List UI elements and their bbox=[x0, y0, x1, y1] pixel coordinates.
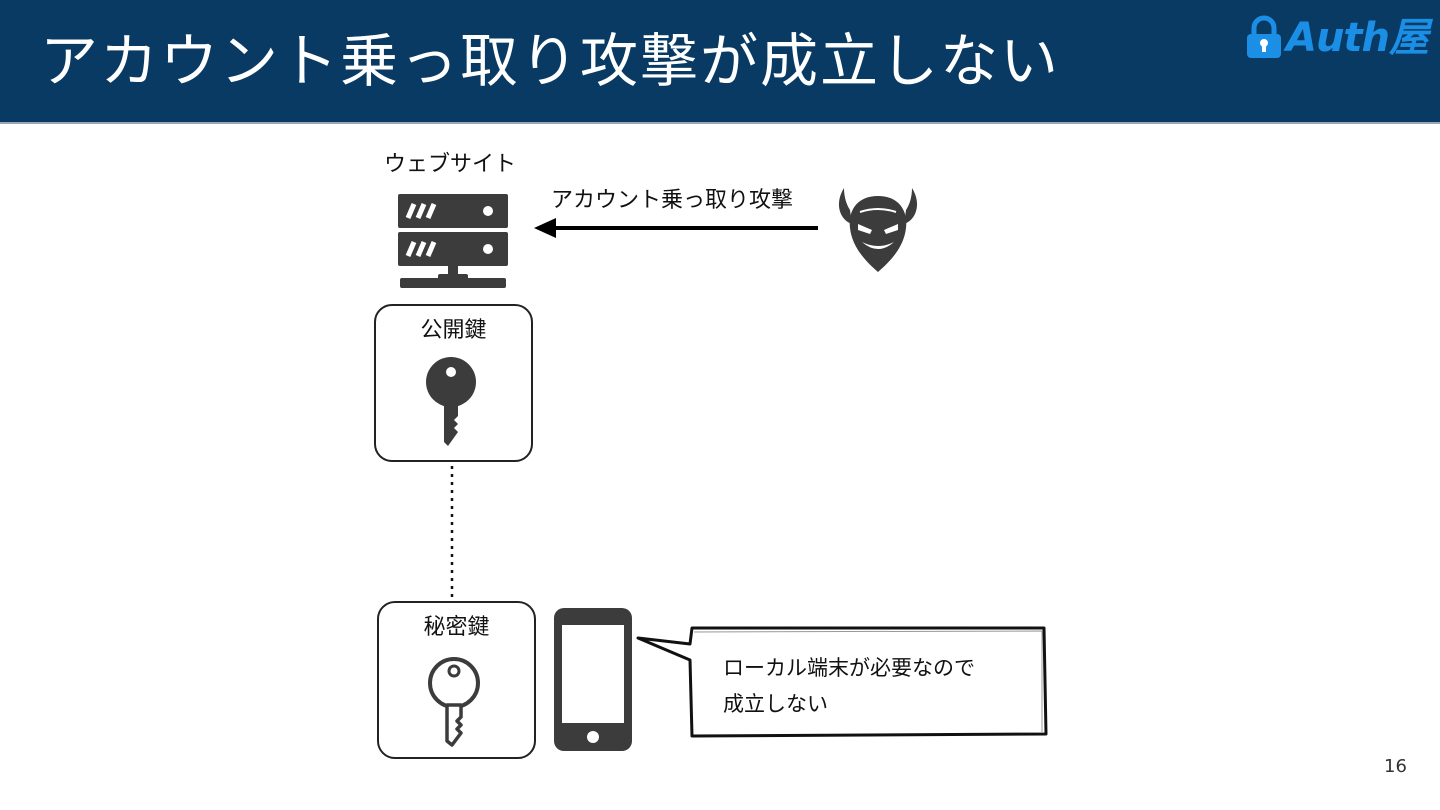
callout-text: ローカル端末が必要なので 成立しない bbox=[723, 650, 975, 722]
lock-icon bbox=[1247, 15, 1281, 58]
devil-icon bbox=[838, 188, 918, 272]
page-number: 16 bbox=[1384, 756, 1407, 777]
private-key-label: 秘密鍵 bbox=[423, 615, 490, 640]
logo-text: Auth屋 bbox=[1286, 15, 1429, 61]
private-key-box: 秘密鍵 bbox=[377, 601, 536, 759]
key-icon bbox=[426, 357, 476, 446]
key-icon bbox=[428, 657, 480, 747]
public-key-box: 公開鍵 bbox=[374, 304, 533, 462]
callout-bubble bbox=[636, 626, 1048, 738]
callout-line-1: ローカル端末が必要なので bbox=[723, 656, 975, 680]
smartphone-icon bbox=[554, 608, 632, 751]
attack-arrow bbox=[534, 218, 818, 238]
callout-line-2: 成立しない bbox=[723, 692, 828, 716]
auth-ya-logo: Auth屋 bbox=[1244, 14, 1434, 64]
attack-label: アカウント乗っ取り攻撃 bbox=[551, 188, 794, 213]
key-pair-connector bbox=[450, 466, 454, 600]
slide-header: アカウント乗っ取り攻撃が成立しない Auth屋 bbox=[0, 0, 1440, 124]
website-label: ウェブサイト bbox=[384, 152, 517, 177]
server-icon bbox=[398, 194, 508, 288]
public-key-label: 公開鍵 bbox=[420, 318, 487, 343]
slide-title: アカウント乗っ取り攻撃が成立しない bbox=[40, 27, 1061, 95]
